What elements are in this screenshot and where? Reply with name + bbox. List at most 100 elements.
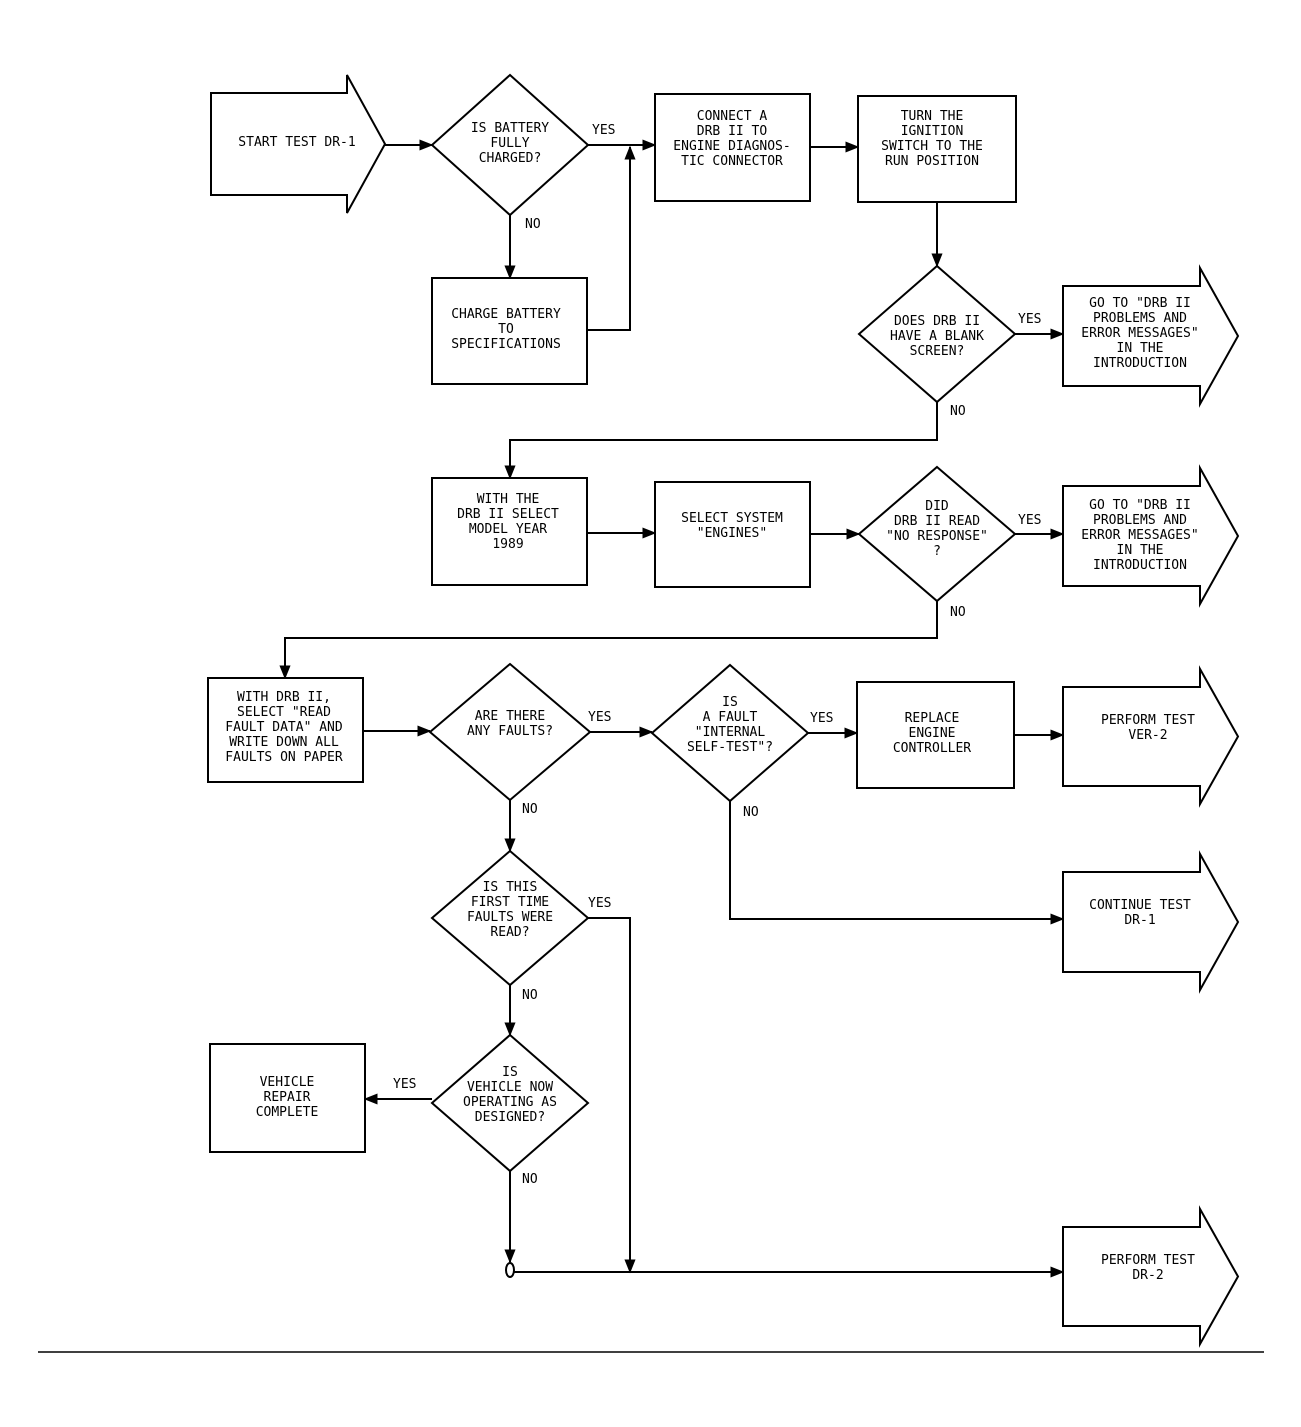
turn-ignition-text-line: RUN POSITION — [885, 154, 979, 169]
no-response-diamond — [857, 465, 1017, 603]
perform-ver2-text-line: PERFORM TEST — [1101, 713, 1195, 728]
select-year-text-line: 1989 — [492, 537, 523, 552]
connect-drb-text-line: DRB II TO — [697, 124, 768, 139]
battery-charged-text-line: CHARGED? — [479, 151, 542, 166]
goto-errors-1-text-line: GO TO "DRB II — [1089, 296, 1191, 311]
blank-screen-yes-label: YES — [1018, 312, 1041, 327]
select-year-text-line: WITH THE — [477, 492, 540, 507]
firsttime-yes-to-bottom-connector — [588, 917, 636, 1274]
battery-no-label: NO — [525, 217, 541, 232]
perform-dr2-text-line: PERFORM TEST — [1101, 1253, 1195, 1268]
vehicle-complete-text-line: REPAIR — [264, 1090, 311, 1105]
turn-ignition-text-line: IGNITION — [901, 124, 964, 139]
operating-yes-label: YES — [393, 1077, 416, 1092]
goto-errors-1-text-line: INTRODUCTION — [1093, 356, 1187, 371]
goto-errors-2-text-line: PROBLEMS AND — [1093, 513, 1187, 528]
blank-screen-text-line: SCREEN? — [910, 344, 965, 359]
select-system-text-line: "ENGINES" — [697, 526, 767, 541]
any-faults-yes-label: YES — [588, 710, 611, 725]
goto-errors-2-text-line: IN THE — [1117, 543, 1164, 558]
read-fault-box — [207, 677, 364, 783]
goto-errors-2-text-line: INTRODUCTION — [1093, 558, 1187, 573]
edge-labels: YES NO YES NO YES NO YES NO YES NO YES N… — [393, 123, 1041, 1187]
operating-designed-text-line: OPERATING AS — [463, 1095, 557, 1110]
goto-errors-1-text-line: ERROR MESSAGES" — [1081, 326, 1198, 341]
internal-self-test-text-line: "INTERNAL — [695, 725, 766, 740]
continue-dr1-text-line: CONTINUE TEST — [1089, 898, 1191, 913]
battery-charged-text-line: IS BATTERY — [471, 121, 549, 136]
blank-screen-text-line: DOES DRB II — [894, 314, 980, 329]
first-time-text-line: FIRST TIME — [471, 895, 549, 910]
select-year-box — [431, 477, 588, 586]
no-response-text-line: DID — [925, 499, 949, 514]
goto-errors-1-text-line: PROBLEMS AND — [1093, 311, 1187, 326]
charge-to-join-connector — [587, 145, 636, 331]
goto-errors-2-text-line: GO TO "DRB II — [1089, 498, 1191, 513]
node-labels: START TEST DR-1IS BATTERYFULLYCHARGED?CO… — [225, 109, 1198, 1283]
turn-ignition-box — [857, 95, 1017, 203]
perform-dr2-arrow — [1062, 1205, 1240, 1348]
select-system-text-line: SELECT SYSTEM — [681, 511, 783, 526]
no-response-text-line: DRB II READ — [894, 514, 980, 529]
vehicle-complete-text-line: VEHICLE — [260, 1075, 315, 1090]
turn-ignition-text-line: TURN THE — [901, 109, 964, 124]
charge-battery-text-line: CHARGE BATTERY — [451, 307, 561, 322]
replace-controller-text-line: CONTROLLER — [893, 741, 971, 756]
charge-battery-text-line: SPECIFICATIONS — [451, 337, 561, 352]
connect-drb-text-line: TIC CONNECTOR — [681, 154, 783, 169]
vehicle-complete-box — [209, 1043, 366, 1153]
noresp-no-to-readfault-connector — [279, 601, 938, 680]
select-year-text-line: MODEL YEAR — [469, 522, 547, 537]
vehicle-complete-text-line: COMPLETE — [256, 1105, 319, 1120]
first-time-text-line: IS THIS — [483, 880, 538, 895]
any-faults-diamond — [428, 662, 592, 802]
replace-controller-text-line: REPLACE — [905, 711, 960, 726]
operating-designed-text-line: DESIGNED? — [475, 1110, 545, 1125]
first-time-no-label: NO — [522, 988, 538, 1003]
any-faults-text-line: ARE THERE — [475, 709, 545, 724]
charge-battery-text-line: TO — [498, 322, 514, 337]
battery-yes-label: YES — [592, 123, 615, 138]
perform-ver2-text-line: VER-2 — [1128, 728, 1167, 743]
read-fault-text-line: SELECT "READ — [237, 705, 331, 720]
perform-dr2-text-line: DR-2 — [1132, 1268, 1163, 1283]
blank-screen-diamond — [857, 264, 1017, 404]
selftest-no-to-continue-connector — [729, 801, 1065, 925]
operating-no-label: NO — [522, 1172, 538, 1187]
connect-drb-text-line: CONNECT A — [697, 109, 768, 124]
internal-self-test-text-line: SELF-TEST"? — [687, 740, 773, 755]
first-time-yes-label: YES — [588, 896, 611, 911]
connect-drb-box — [654, 93, 811, 202]
blank-no-to-year-connector — [504, 402, 938, 480]
continue-dr1-text-line: DR-1 — [1124, 913, 1155, 928]
operating-designed-diamond — [430, 1033, 590, 1173]
any-faults-no-label: NO — [522, 802, 538, 817]
no-response-no-label: NO — [950, 605, 966, 620]
internal-self-test-text-line: IS — [722, 695, 738, 710]
flow-nodes — [207, 73, 1240, 1348]
no-response-text-line: "NO RESPONSE" — [886, 529, 988, 544]
goto-errors-1-arrow — [1062, 264, 1240, 408]
goto-errors-2-arrow — [1062, 464, 1240, 608]
goto-errors-1-text-line: IN THE — [1117, 341, 1164, 356]
replace-controller-text-line: ENGINE — [909, 726, 956, 741]
read-fault-text-line: FAULTS ON PAPER — [225, 750, 343, 765]
self-test-yes-label: YES — [810, 711, 833, 726]
turn-ignition-text-line: SWITCH TO THE — [881, 139, 983, 154]
goto-errors-2-text-line: ERROR MESSAGES" — [1081, 528, 1198, 543]
start-arrow — [210, 74, 387, 214]
continue-dr1-arrow — [1062, 850, 1240, 994]
operating-designed-text-line: VEHICLE NOW — [467, 1080, 553, 1095]
perform-ver2-arrow — [1062, 665, 1240, 808]
blank-screen-no-label: NO — [950, 404, 966, 419]
replace-controller-box — [856, 681, 1015, 789]
read-fault-text-line: WRITE DOWN ALL — [229, 735, 339, 750]
any-faults-text-line: ANY FAULTS? — [467, 724, 553, 739]
battery-charged-text-line: FULLY — [490, 136, 529, 151]
select-year-text-line: DRB II SELECT — [457, 507, 559, 522]
connect-drb-text-line: ENGINE DIAGNOS- — [673, 139, 790, 154]
first-time-text-line: READ? — [490, 925, 529, 940]
internal-self-test-diamond — [650, 663, 810, 803]
read-fault-text-line: FAULT DATA" AND — [225, 720, 343, 735]
